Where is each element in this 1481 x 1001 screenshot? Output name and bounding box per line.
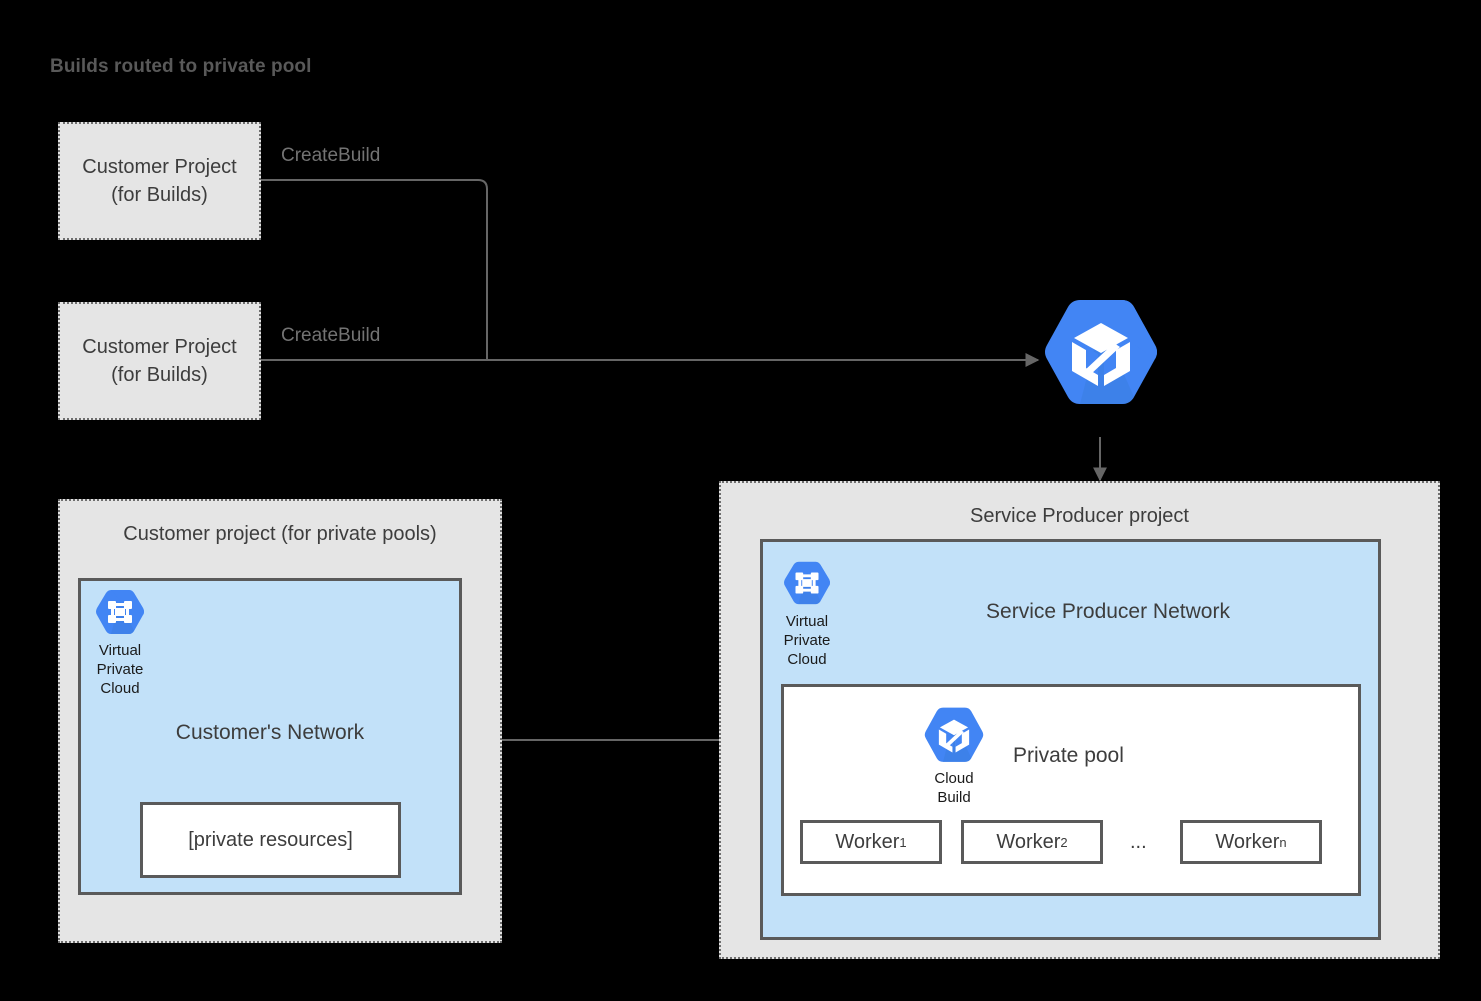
- private-resources-box[interactable]: [private resources]: [140, 802, 401, 878]
- create-build-label-1: CreateBuild: [281, 145, 381, 166]
- worker-subscript: n: [1279, 834, 1287, 850]
- worker-subscript: 1: [899, 834, 907, 850]
- workers-ellipsis: ...: [1130, 831, 1147, 853]
- customer-vpc-caption: Virtual Private Cloud: [80, 641, 160, 699]
- private-pool-title: Private pool: [1013, 744, 1124, 767]
- page-title: Builds routed to private pool: [50, 56, 312, 77]
- worker-label: Worker: [1215, 830, 1280, 853]
- cloud-build-caption: Cloud Build: [914, 769, 994, 807]
- customer-project-builds-line2: (for Builds): [111, 184, 208, 206]
- service-producer-panel-title: Service Producer project: [970, 505, 1189, 527]
- customer-project-builds-box-1[interactable]: Customer Project (for Builds): [58, 122, 261, 240]
- service-producer-network-title: Service Producer Network: [986, 600, 1230, 623]
- customer-project-builds-line1: Customer Project: [82, 335, 237, 358]
- vpc-caption-line1: Virtual: [785, 613, 829, 630]
- customer-project-builds-line2: (for Builds): [111, 364, 208, 386]
- virtual-private-cloud-icon[interactable]: [783, 560, 831, 606]
- cloud-build-caption-line2: Build: [937, 789, 971, 807]
- vpc-caption-line2: Private: [96, 661, 144, 679]
- vpc-caption-line2: Private: [783, 632, 831, 650]
- vpc-caption-line1: Virtual: [98, 642, 142, 659]
- worker-subscript: 2: [1060, 834, 1068, 850]
- cloud-build-caption-line1: Cloud: [934, 770, 974, 787]
- worker-label: Worker: [835, 830, 900, 853]
- cloud-build-icon[interactable]: [1042, 295, 1160, 410]
- producer-vpc-caption: Virtual Private Cloud: [767, 612, 847, 670]
- create-build-label-2: CreateBuild: [281, 325, 381, 346]
- customer-project-builds-line1: Customer Project: [82, 155, 237, 178]
- customer-project-panel-title: Customer project (for private pools): [123, 523, 437, 545]
- vpc-caption-line3: Cloud: [100, 680, 140, 698]
- worker-label: Worker: [996, 830, 1061, 853]
- customers-network-title: Customer's Network: [175, 721, 365, 744]
- vpc-caption-line3: Cloud: [787, 651, 827, 669]
- virtual-private-cloud-icon[interactable]: [95, 588, 145, 636]
- customer-project-builds-box-2[interactable]: Customer Project (for Builds): [58, 302, 261, 420]
- cloud-build-icon[interactable]: [923, 705, 985, 765]
